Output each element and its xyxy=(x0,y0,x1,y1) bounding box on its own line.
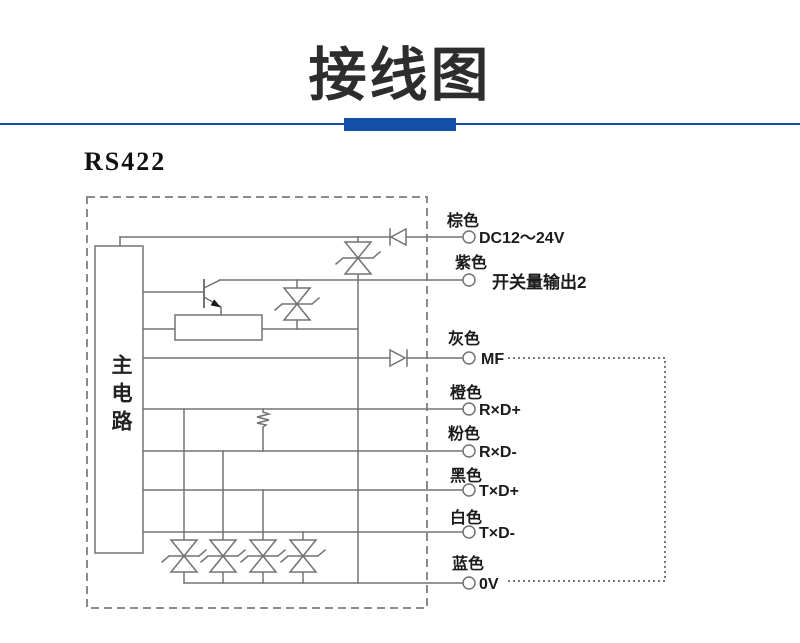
terminal-circle-dc xyxy=(462,230,476,244)
terminal-color-label: 白色 xyxy=(450,508,482,527)
tvs-diode-top xyxy=(334,241,382,275)
termination-resistor xyxy=(256,408,272,452)
terminal-color-label: 紫色 xyxy=(455,253,487,272)
terminal-circles xyxy=(462,230,476,590)
terminal-signal-label: MF xyxy=(481,351,504,368)
terminal-circle-rxd-minus xyxy=(462,444,476,458)
tvs-diode-txd-minus xyxy=(279,539,327,573)
terminal-color-label: 黑色 xyxy=(450,466,482,485)
terminal-color-label: 粉色 xyxy=(448,424,480,443)
section-label: RS422 xyxy=(84,147,167,176)
terminal-color-label: 棕色 xyxy=(447,211,479,230)
wires xyxy=(119,236,464,584)
tvs-diode-output2 xyxy=(273,287,321,321)
terminal-signal-label: T×D+ xyxy=(479,483,519,500)
mf-to-0v-dotted-link xyxy=(508,357,666,582)
sensor-dashed-frame xyxy=(86,196,428,609)
terminal-color-label: 橙色 xyxy=(450,383,482,402)
terminal-signal-label: 0V xyxy=(479,576,499,593)
terminal-circle-rxd-plus xyxy=(462,402,476,416)
main-circuit-block-label: 主电路 xyxy=(109,354,132,438)
terminal-circle-output2 xyxy=(462,273,476,287)
terminal-circle-txd-minus xyxy=(462,525,476,539)
tvs-diode-rxd-minus xyxy=(199,539,247,573)
resistor-block xyxy=(174,314,263,341)
terminal-circle-0v xyxy=(462,576,476,590)
page-title: 接线图 xyxy=(308,43,492,108)
transistor-symbol xyxy=(202,278,222,316)
main-circuit-block xyxy=(94,245,144,554)
divider-accent-bar xyxy=(344,118,456,131)
terminal-signal-label: R×D+ xyxy=(479,402,521,419)
tvs-diode-txd-plus xyxy=(239,539,287,573)
diode-dc-input xyxy=(389,227,407,247)
terminal-circle-mf xyxy=(462,351,476,365)
terminal-signal-label: 开关量输出2 xyxy=(492,272,586,292)
terminal-signal-label: DC12～24V xyxy=(479,230,565,247)
terminal-color-label: 灰色 xyxy=(448,329,480,348)
tvs-diode-rxd-plus xyxy=(160,539,208,573)
terminal-circle-txd-plus xyxy=(462,483,476,497)
terminal-signal-label: T×D- xyxy=(479,525,515,542)
terminal-signal-label: R×D- xyxy=(479,444,517,461)
terminal-color-label: 蓝色 xyxy=(452,554,484,573)
diode-mf-line xyxy=(389,348,408,368)
